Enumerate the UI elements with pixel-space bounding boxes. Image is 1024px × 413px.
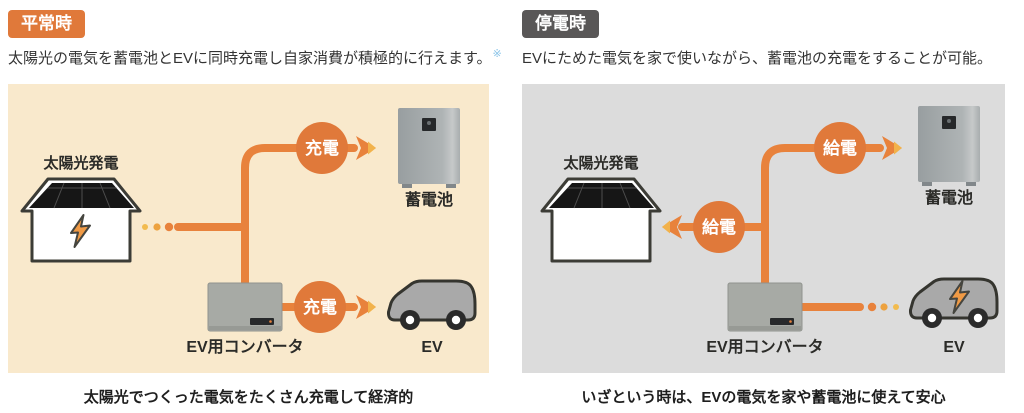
lightning-bolt-icon xyxy=(70,214,91,248)
normal-mode-caption: 太陽光でつくった電気をたくさん充電して経済的 xyxy=(83,389,414,406)
ev-converter-unit xyxy=(727,282,803,332)
arrow-tip xyxy=(368,141,376,155)
arrow-tip xyxy=(662,220,670,234)
outage-mode-diagram-svg: 太陽光発電 蓄電池 EV用コンバータ xyxy=(540,106,999,356)
arrow-to-battery-icon xyxy=(882,136,902,160)
supply-badge-house xyxy=(693,201,745,253)
ev-label: EV xyxy=(421,339,443,356)
arrow-to-battery-icon xyxy=(356,136,376,160)
outage-mode-diagram: 太陽光発電 蓄電池 EV用コンバータ xyxy=(522,84,1005,373)
flow-dot xyxy=(867,302,877,312)
flow-dot xyxy=(893,304,899,310)
arrow-tip xyxy=(894,141,902,155)
solar-house xyxy=(20,177,142,263)
car-wheel-hub xyxy=(405,315,415,325)
supply-badge-top-label: 給電 xyxy=(823,138,857,158)
converter-panel xyxy=(250,318,274,325)
flow-dot xyxy=(164,222,174,232)
charge-badge-bottom-label: 充電 xyxy=(303,297,337,317)
normal-mode-badge: 平常時 xyxy=(8,10,85,39)
converter-panel xyxy=(770,318,794,325)
converter-base xyxy=(729,326,801,330)
flow-dot xyxy=(153,223,161,231)
solar-panel-grid xyxy=(567,182,637,209)
panel-outage-mode: 停電時 EVにためた電気を家で使いながら、蓄電池の充電をすることが可能。 xyxy=(522,0,1005,413)
ev-label: EV xyxy=(943,339,965,356)
lightning-bolt-icon xyxy=(949,280,970,314)
outage-mode-description: EVにためた電気を家で使いながら、蓄電池の充電をすることが可能。 xyxy=(522,47,992,68)
arrow-to-house-icon xyxy=(662,215,682,239)
junction-to-battery-line xyxy=(761,144,884,289)
charge-badge-top-label: 充電 xyxy=(305,138,339,158)
ev-car xyxy=(908,277,999,328)
battery-body xyxy=(918,106,980,182)
converter-base xyxy=(209,326,281,330)
battery-unit xyxy=(398,108,460,188)
converter-label: EV用コンバータ xyxy=(706,338,823,356)
converter-label: EV用コンバータ xyxy=(186,338,303,356)
junction-to-battery-line xyxy=(241,144,358,289)
supply-badge-house-label: 給電 xyxy=(702,217,736,237)
car-wheel-hub xyxy=(973,313,983,323)
battery-label: 蓄電池 xyxy=(925,188,973,207)
arrow-to-ev-icon xyxy=(356,295,376,319)
solar-panel-grid xyxy=(47,182,117,209)
normal-mode-diagram-svg: 太陽光発電 蓄電池 EV用コンバータ xyxy=(20,108,477,356)
solar-label: 太陽光発電 xyxy=(563,154,638,172)
flow-dot xyxy=(880,303,888,311)
battery-foot xyxy=(966,180,976,186)
panel-normal-mode: 平常時 太陽光の電気を蓄電池とEVに同時充電し自家消費が積極的に行えます。※ xyxy=(8,0,502,413)
solar-house xyxy=(540,177,662,263)
battery-display-dot xyxy=(427,121,431,125)
normal-mode-diagram: 太陽光発電 蓄電池 EV用コンバータ xyxy=(8,84,489,373)
solar-label: 太陽光発電 xyxy=(43,154,118,172)
battery-label: 蓄電池 xyxy=(405,190,453,209)
ev-car xyxy=(386,279,477,330)
outage-mode-caption: いざという時は、EVの電気を家や蓄電池に使えて安心 xyxy=(581,389,946,406)
car-wheel-hub xyxy=(927,313,937,323)
battery-unit xyxy=(918,106,980,186)
converter-led xyxy=(789,320,792,323)
car-wheel-hub xyxy=(451,315,461,325)
ev-converter-unit xyxy=(207,282,283,332)
outage-mode-description-text: EVにためた電気を家で使いながら、蓄電池の充電をすることが可能。 xyxy=(522,50,993,67)
charge-badge-top xyxy=(296,122,348,174)
battery-foot xyxy=(446,182,456,188)
battery-display-dot xyxy=(947,119,951,123)
battery-foot xyxy=(922,180,932,186)
footnote-mark: ※ xyxy=(492,48,502,60)
arrow-tip xyxy=(368,300,376,314)
normal-mode-description: 太陽光の電気を蓄電池とEVに同時充電し自家消費が積極的に行えます。※ xyxy=(8,47,502,68)
normal-mode-description-text: 太陽光の電気を蓄電池とEVに同時充電し自家消費が積極的に行えます。 xyxy=(8,50,492,67)
battery-foot xyxy=(402,182,412,188)
flow-dot xyxy=(142,224,148,230)
supply-badge-top xyxy=(814,122,866,174)
converter-led xyxy=(269,320,272,323)
charge-badge-bottom xyxy=(294,281,346,333)
outage-mode-badge: 停電時 xyxy=(522,10,599,39)
battery-body xyxy=(398,108,460,184)
